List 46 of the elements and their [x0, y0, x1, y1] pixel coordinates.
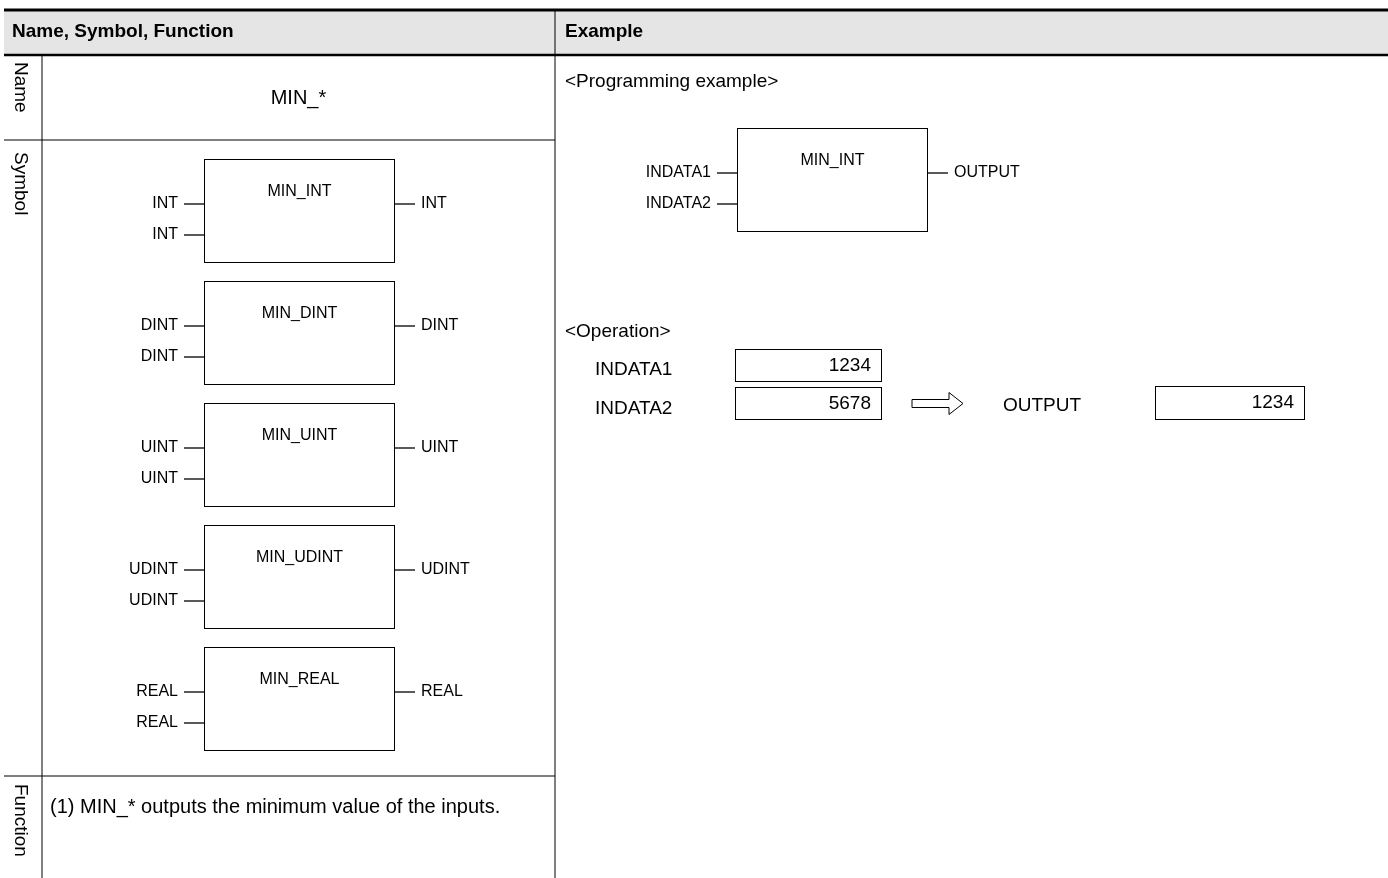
function-block [204, 403, 395, 507]
section-label: <Operation> [565, 320, 671, 342]
output-label: OUTPUT [1003, 394, 1082, 416]
pin-label: INT [152, 194, 178, 212]
function-block [204, 281, 395, 385]
row-header: Symbol [10, 152, 32, 216]
block-name: MIN_REAL [258, 670, 341, 688]
pin-label: INT [152, 225, 178, 243]
function-description: (1) MIN_* outputs the minimum value of the inputs. [50, 794, 502, 820]
block-name: MIN_DINT [260, 304, 339, 322]
value-box: 5678 [735, 387, 882, 420]
pin-label: UDINT [129, 591, 178, 609]
pin-label: UINT [421, 438, 459, 456]
block-name: MIN_UDINT [254, 548, 345, 566]
block-name: MIN_INT [266, 182, 333, 200]
section-label: INDATA1 [595, 358, 673, 380]
value-box: 1234 [735, 349, 882, 382]
pin-label: INDATA1 [645, 163, 711, 181]
section-label: <Programming example> [565, 70, 779, 92]
function-block [737, 128, 928, 232]
function-block [204, 647, 395, 751]
column-header: Example [565, 20, 644, 42]
pin-label: INT [421, 194, 447, 212]
function-name: MIN_* [269, 86, 328, 109]
column-header: Name, Symbol, Function [12, 20, 234, 42]
pin-label: INDATA2 [645, 194, 711, 212]
pin-label: UDINT [129, 560, 178, 578]
function-block [204, 159, 395, 263]
pin-label: UINT [140, 438, 178, 456]
block-name: MIN_INT [799, 151, 866, 169]
pin-label: OUTPUT [954, 163, 1020, 181]
pin-label: DINT [140, 316, 178, 334]
function-block [204, 525, 395, 629]
pin-label: REAL [136, 682, 178, 700]
block-name: MIN_UINT [260, 426, 339, 444]
value-box: 1234 [1155, 386, 1305, 420]
hollow-arrow [911, 392, 964, 415]
pin-label: REAL [421, 682, 463, 700]
row-header: Function [10, 784, 32, 857]
pin-label: UINT [140, 469, 178, 487]
pin-label: REAL [136, 713, 178, 731]
pin-label: DINT [421, 316, 459, 334]
section-label: INDATA2 [595, 397, 673, 419]
row-header: Name [10, 62, 32, 113]
pin-label: UDINT [421, 560, 470, 578]
pin-label: DINT [140, 347, 178, 365]
